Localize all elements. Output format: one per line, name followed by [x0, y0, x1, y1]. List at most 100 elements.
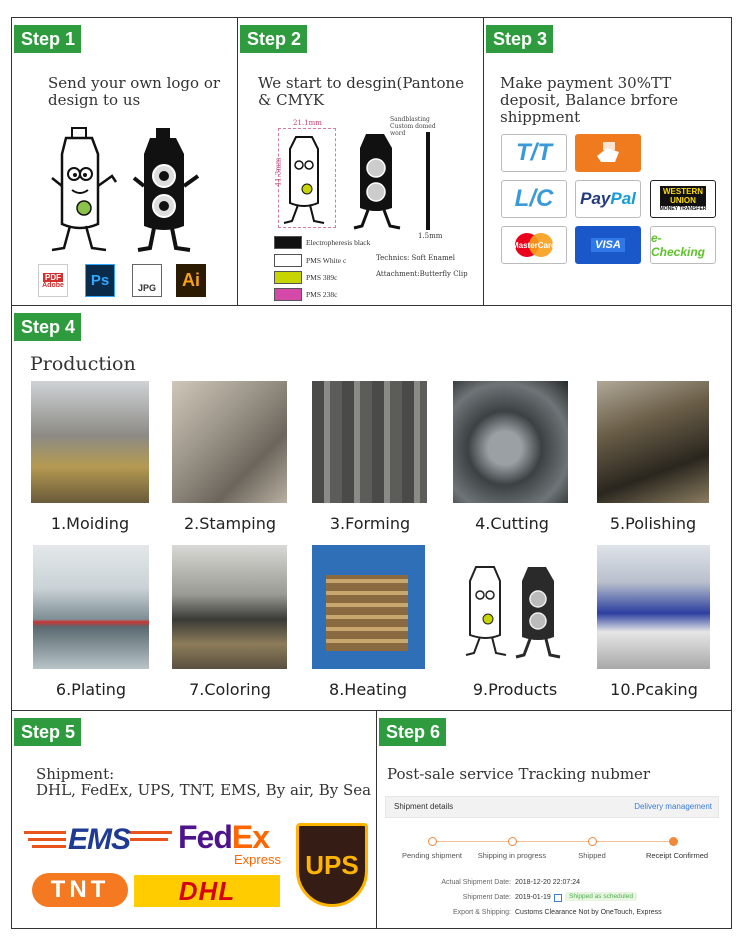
coloring-photo: [172, 545, 287, 669]
adobe-label: Adobe: [42, 281, 64, 289]
dhl-logo: DHL: [134, 875, 280, 907]
visa-label: VISA: [591, 238, 625, 252]
step6-text: Post-sale service Tracking nubmer: [387, 765, 651, 783]
fedex-fed: Fed: [178, 819, 233, 855]
swatch-black: [274, 236, 302, 249]
shipment-line1: Shipment:: [36, 765, 115, 783]
polishing-photo: [597, 381, 709, 503]
calendar-icon: [554, 894, 562, 902]
step1-mascot-outline-image: [51, 127, 118, 252]
shipment-date-value: 2019-01-19: [515, 894, 551, 901]
actual-date-value: 2018-12-20 22:07:24: [515, 879, 580, 886]
tnt-text: TNT: [50, 876, 110, 903]
pdf-label: PDF: [43, 272, 63, 282]
design-mascot-outline-image: [283, 136, 325, 224]
swatch-white-label: PMS White c: [306, 256, 347, 265]
stage-caption-6: 6.Plating: [55, 680, 127, 699]
photoshop-file-icon: Ps: [85, 264, 115, 297]
step6-panel: Step 6 Post-sale service Tracking nubmer…: [376, 710, 732, 929]
step1-text: Send your own logo or design to us: [48, 74, 221, 109]
shipped-badge: Shipped as scheduled: [565, 892, 637, 901]
fedex-ex: Ex: [231, 819, 270, 855]
step5-panel: Step 5 Shipment: DHL, FedEx, UPS, TNT, E…: [11, 710, 377, 929]
actual-date-label: Actual Shipment Date:: [441, 879, 511, 886]
dhl-text: DHL: [178, 875, 236, 906]
fedex-logo: FedEx Express: [178, 819, 290, 869]
stamping-photo: [172, 381, 287, 503]
lc-payment-icon: L/C: [501, 180, 567, 218]
step1-mascot-black-image: [132, 128, 200, 252]
step4-badge: Step 4: [14, 313, 81, 341]
packing-photo: [597, 545, 710, 669]
design-mascot-black-image: [353, 134, 401, 230]
swatch-white: [274, 254, 302, 267]
progress-label-1: Pending shipment: [401, 851, 463, 860]
step2-badge: Step 2: [240, 25, 307, 53]
stage-caption-7: 7.Coloring: [189, 680, 271, 699]
depth-bar: [426, 132, 430, 230]
progress-label-4: Receipt Confirmed: [645, 851, 709, 860]
step4-panel: Step 4 Production 1.Moiding 2.Stamping 3…: [11, 305, 732, 711]
design-note-top: Sandblasting Custom domed word: [390, 116, 436, 137]
step5-badge: Step 5: [14, 718, 81, 746]
step1-panel: Step 1 Send your own logo or design to u…: [11, 17, 238, 306]
delivery-management-link[interactable]: Delivery management: [634, 802, 712, 811]
shipment-line2: DHL, FedEx, UPS, TNT, EMS, By air, By Se…: [36, 781, 372, 799]
visa-card-icon: VISA: [575, 226, 641, 264]
export-label: Export & Shipping:: [453, 909, 511, 916]
heating-photo: [312, 545, 425, 669]
mastercard-label: MasterCard: [511, 240, 556, 250]
paypal-pal: Pal: [610, 189, 636, 208]
echeck-icon: e-Checking: [650, 226, 716, 264]
step3-badge: Step 3: [486, 25, 553, 53]
step2-panel: Step 2 We start to desgin(Pantone & CMYK…: [237, 17, 484, 306]
dimension-width: 21.1mm: [293, 119, 322, 127]
progress-label-3: Shipped: [578, 851, 606, 860]
dimension-frame: [278, 128, 336, 228]
wu-line3: MONEY TRANSFER: [659, 206, 707, 212]
ups-logo: UPS: [296, 823, 368, 907]
shipment-details-title: Shipment details: [394, 802, 454, 811]
step6-badge: Step 6: [379, 718, 446, 746]
shipment-date-label: Shipment Date:: [462, 894, 511, 901]
tnt-logo: TNT: [32, 873, 128, 907]
progress-dot-2: [508, 837, 517, 846]
plating-photo: [33, 545, 149, 669]
swatch-238c: [274, 288, 302, 301]
progress-dot-3: [588, 837, 597, 846]
swatch-238c-label: PMS 238c: [306, 290, 338, 299]
wu-line2: UNION: [670, 196, 696, 205]
stage-caption-1: 1.Moiding: [50, 514, 130, 533]
illustrator-file-icon: Ai: [176, 264, 206, 297]
progress-dot-4: [669, 837, 678, 846]
stage-caption-8: 8.Heating: [329, 680, 407, 699]
swatch-black-label: Electropheresis black: [306, 238, 371, 247]
paypal-pay: Pay: [580, 189, 611, 208]
shipment-details-header: Shipment details Delivery management: [385, 796, 719, 818]
swatch-389c-label: PMS 389c: [306, 273, 338, 282]
ems-logo: EMS: [24, 823, 172, 859]
step3-panel: Step 3 Make payment 30%TT deposit, Balan…: [483, 17, 732, 306]
ems-text: EMS: [68, 823, 131, 856]
attachment-text: Attachment:Butterfly Clip: [376, 270, 468, 278]
molding-photo: [31, 381, 149, 503]
stage-caption-3: 3.Forming: [329, 514, 411, 533]
step2-text: We start to desgin(Pantone & CMYK: [258, 74, 465, 109]
products-image: [465, 566, 561, 659]
jpg-file-icon: JPG: [132, 264, 162, 297]
export-value: Customs Clearance Not by OneTouch, Expre…: [515, 909, 662, 916]
transfer-hand-icon: [575, 134, 641, 172]
stage-caption-4: 4.Cutting: [475, 514, 549, 533]
fedex-express: Express: [234, 852, 281, 867]
wu-line1: WESTERN: [663, 187, 703, 196]
ups-text: UPS: [305, 849, 359, 880]
technic-text: Technics: Soft Enamel: [376, 254, 455, 262]
stage-caption-10: 10.Pcaking: [610, 680, 698, 699]
progress-line: [433, 841, 675, 842]
stage-caption-5: 5.Polishing: [609, 514, 697, 533]
progress-label-2: Shipping in progress: [477, 851, 547, 860]
stage-caption-9: 9.Products: [472, 680, 558, 699]
cutting-photo: [453, 381, 568, 503]
forming-photo: [312, 381, 427, 503]
